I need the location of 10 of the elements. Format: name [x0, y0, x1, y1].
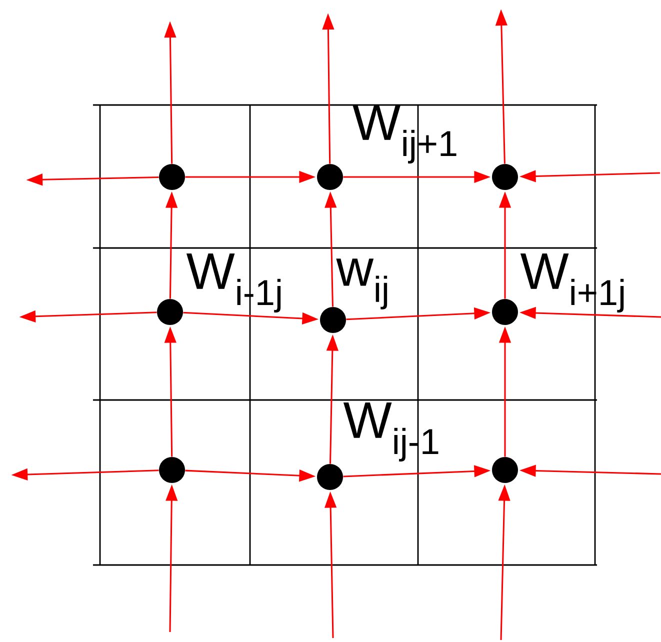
grid-point	[317, 164, 343, 190]
grid-point	[492, 298, 518, 325]
grid-point	[320, 307, 346, 333]
grid-point	[157, 298, 183, 325]
grid-point	[159, 164, 185, 190]
point-label: w$_{ij}$	[336, 258, 388, 310]
grid-point	[317, 464, 343, 490]
grid-point	[492, 164, 518, 190]
grid-point	[159, 456, 185, 483]
grid-point	[492, 456, 518, 483]
